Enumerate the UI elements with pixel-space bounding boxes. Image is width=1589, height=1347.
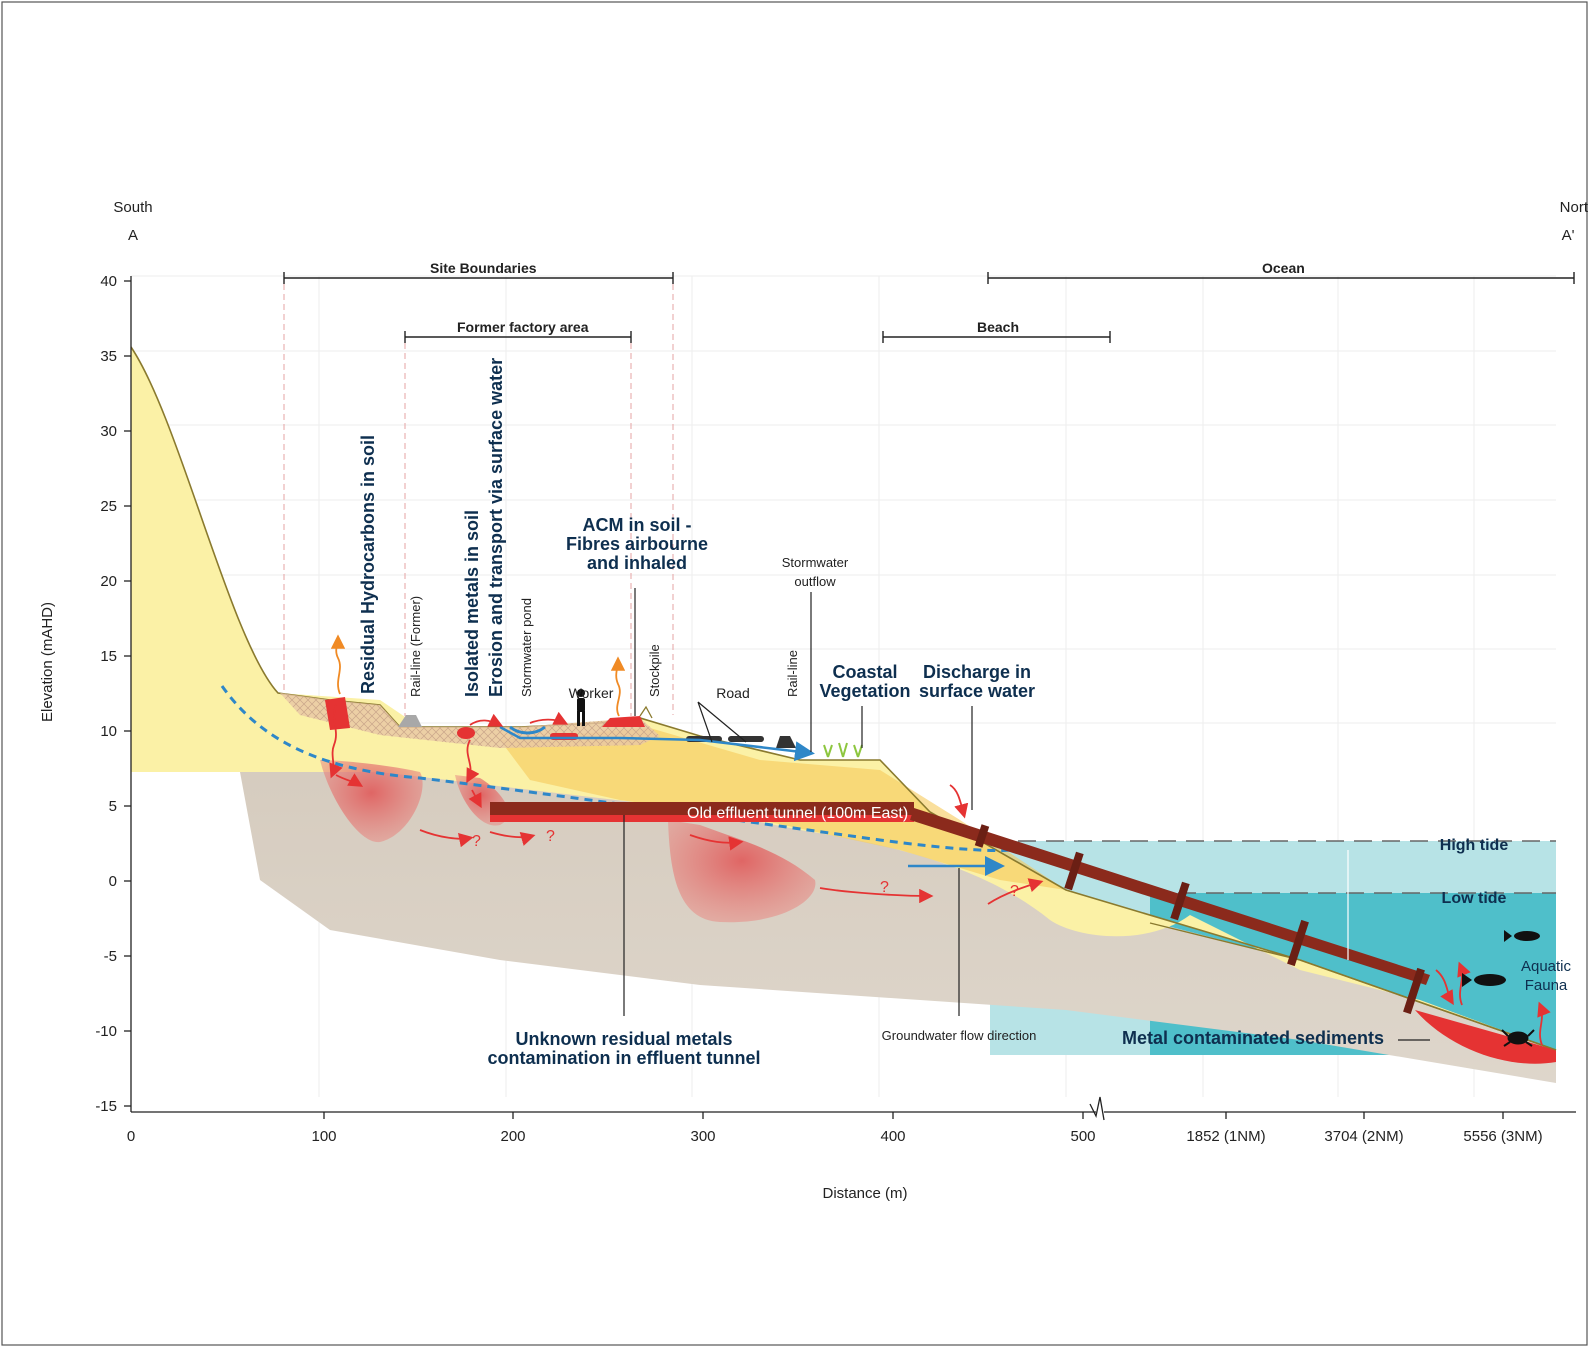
- rail-line-label: Rail-line: [785, 650, 800, 697]
- y-tick-labels: 40 35 30 25 20 15 10 5 0 -5 -10 -15: [95, 273, 117, 1115]
- x-tick: 200: [500, 1128, 525, 1145]
- stormwater-flow-path: [499, 725, 815, 762]
- y-tick: 25: [100, 498, 117, 515]
- coastal-vegetation-label-2: Vegetation: [819, 681, 910, 701]
- acm-label-1: ACM in soil -: [583, 515, 692, 535]
- y-tick: 30: [100, 423, 117, 440]
- y-tick: -5: [104, 948, 117, 965]
- contamination-plume-1: [320, 760, 423, 843]
- y-tick: 5: [109, 798, 117, 815]
- seafloor-line: [1149, 922, 1557, 1051]
- stormwater-pond-icon: [509, 725, 546, 735]
- x-tick: 100: [311, 1128, 336, 1145]
- metal-contaminated-sediment: [1415, 1010, 1556, 1064]
- north-marker: A': [1562, 227, 1575, 244]
- rail-former-icon: [398, 715, 422, 727]
- stormwater-outflow-label-2: outflow: [794, 574, 836, 589]
- stockpile-icon: [602, 716, 645, 727]
- beach-label: Beach: [977, 319, 1019, 335]
- question-mark-2: ?: [546, 828, 555, 845]
- south-marker: A: [128, 227, 138, 244]
- groundwater-table-line: [220, 685, 1011, 853]
- groundwater-flow-label: Groundwater flow direction: [882, 1028, 1037, 1043]
- acm-label-2: Fibres airbourne: [566, 534, 708, 554]
- isolated-metals-label: Isolated metals in soil: [462, 510, 482, 697]
- y-tick: 15: [100, 648, 117, 665]
- tunnel-label: Old effluent tunnel (100m East): [687, 805, 908, 822]
- x-tick: 5556 (3NM): [1463, 1128, 1542, 1145]
- high-tide-label: High tide: [1440, 837, 1509, 854]
- stormwater-outflow-label-1: Stormwater: [782, 555, 849, 570]
- y-tick: 35: [100, 348, 117, 365]
- x-tick: 3704 (2NM): [1324, 1128, 1403, 1145]
- stockpile-label: Stockpile: [647, 644, 662, 697]
- site-boundaries-label: Site Boundaries: [430, 260, 537, 276]
- aquatic-fauna-label-1: Aquatic: [1521, 958, 1572, 975]
- metal-sediments-label: Metal contaminated sediments: [1122, 1028, 1384, 1048]
- x-tick: 1852 (1NM): [1186, 1128, 1265, 1145]
- contamination-plume-3: [668, 820, 816, 923]
- road-label: Road: [716, 685, 749, 701]
- rail-line-icon: [776, 736, 796, 748]
- worker-label: Worker: [569, 685, 614, 701]
- fish-icon-2: [1462, 973, 1506, 987]
- south-label: South: [113, 199, 152, 216]
- question-mark-4: ?: [1010, 883, 1019, 900]
- x-tick: 500: [1070, 1128, 1095, 1145]
- y-tick: 40: [100, 273, 117, 290]
- water-release-arrows: [1457, 961, 1551, 1046]
- ocean-label: Ocean: [1262, 260, 1305, 276]
- y-tick: 0: [109, 873, 117, 890]
- coastal-vegetation-label-1: Coastal: [832, 662, 897, 682]
- y-tick: 20: [100, 573, 117, 590]
- zone-guides: [283, 284, 674, 716]
- question-mark-1: ?: [472, 833, 481, 850]
- orange-vapour-arrows: [330, 634, 626, 717]
- north-label: North: [1560, 199, 1589, 216]
- discharge-label-2: surface water: [919, 681, 1035, 701]
- migration-arrows: [329, 704, 1454, 1006]
- y-tick: -10: [95, 1023, 117, 1040]
- y-tick: 10: [100, 723, 117, 740]
- stormwater-pond-label: Stormwater pond: [519, 598, 534, 697]
- y-axis-label: Elevation (mAHD): [39, 602, 56, 722]
- crab-icon: [1501, 1029, 1535, 1047]
- x-tick: 0: [127, 1128, 135, 1145]
- unknown-metals-label-2: contamination in effluent tunnel: [488, 1048, 761, 1068]
- unknown-metals-label-1: Unknown residual metals: [515, 1029, 732, 1049]
- x-tick: 300: [690, 1128, 715, 1145]
- acm-label-3: and inhaled: [587, 553, 687, 573]
- stockpile-mound-icon: [639, 705, 653, 719]
- question-mark-3: ?: [880, 879, 889, 896]
- x-tick: 400: [880, 1128, 905, 1145]
- aquatic-fauna-label-2: Fauna: [1525, 977, 1568, 994]
- x-tick-labels: 0 100 200 300 400 500 1852 (1NM) 3704 (2…: [127, 1128, 1543, 1145]
- isolated-metals-icon: [457, 727, 475, 739]
- discharge-label-1: Discharge in: [923, 662, 1031, 682]
- x-axis-label: Distance (m): [822, 1185, 907, 1202]
- axes: [124, 276, 1576, 1121]
- leader-lines: [623, 588, 1430, 1041]
- former-factory-label: Former factory area: [457, 319, 589, 335]
- worker-icon: [577, 689, 585, 726]
- hydrocarbon-source-icon: [325, 697, 350, 730]
- y-tick: -15: [95, 1098, 117, 1115]
- zone-brackets: [283, 272, 1575, 343]
- residual-hydrocarbons-label: Residual Hydrocarbons in soil: [358, 435, 378, 694]
- rail-former-label: Rail-line (Former): [408, 596, 423, 697]
- low-tide-label: Low tide: [1442, 890, 1507, 907]
- erosion-label: Erosion and transport via surface water: [486, 358, 506, 697]
- effluent-tunnel: [490, 802, 1430, 1015]
- fish-icon: [1504, 930, 1540, 942]
- bedrock-layer: [240, 772, 1556, 1083]
- coastal-vegetation-icon: [823, 742, 863, 758]
